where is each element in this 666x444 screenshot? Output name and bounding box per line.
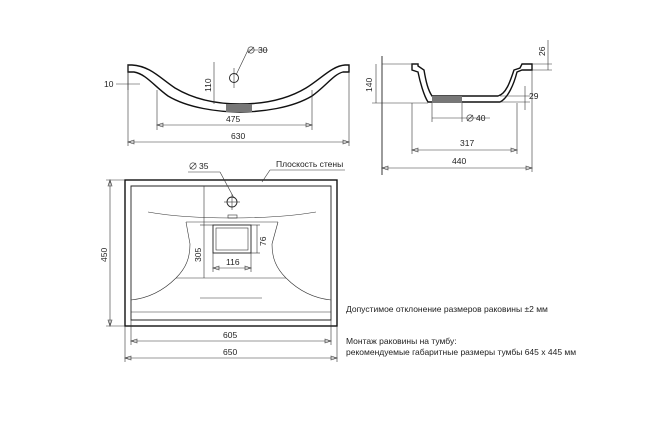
- note-tolerance: Допустимое отклонение размеров раковины …: [346, 304, 548, 314]
- dim-drain-side: 40: [476, 113, 486, 123]
- dim-height-plan: 450: [99, 248, 109, 262]
- dim-inner-width-plan: 605: [223, 330, 237, 340]
- dim-cutout-height-plan: 76: [258, 236, 268, 246]
- side-drain: [432, 96, 462, 103]
- dim-overall-width-plan: 650: [223, 347, 237, 357]
- note-mounting-line1: Монтаж раковины на тумбу:: [346, 336, 457, 346]
- dim-drain-offset-side: 317: [460, 138, 474, 148]
- note-mounting-line2: рекомендуемые габаритные размеры тумбы 6…: [346, 347, 576, 357]
- side-section-view: 26 140 29 40 317 440: [364, 40, 552, 175]
- dim-overall-width-top: 630: [231, 131, 245, 141]
- plan-view: Плоскость стены 35 450 305 76 116 6: [99, 159, 345, 362]
- dim-cutout-offset-plan: 305: [193, 248, 203, 262]
- label-wall-plane: Плоскость стены: [276, 159, 343, 169]
- front-section-view: 30 110 10 475 630: [104, 45, 350, 146]
- dim-cutout-width-plan: 116: [226, 257, 240, 267]
- dim-overall-depth-side: 440: [452, 156, 466, 166]
- side-section-outline: [411, 63, 533, 103]
- dim-inner-width-top: 475: [226, 114, 240, 124]
- dim-tap-hole-top: 30: [258, 45, 268, 55]
- dim-rim-top: 10: [104, 79, 114, 89]
- dim-step-side: 29: [529, 91, 539, 101]
- dim-depth-top: 110: [203, 78, 213, 92]
- dim-height-side: 140: [364, 78, 374, 92]
- dim-tap-hole-plan: 35: [199, 161, 209, 171]
- notes: Допустимое отклонение размеров раковины …: [346, 304, 576, 357]
- dim-top-thickness-side: 26: [537, 46, 547, 56]
- drain-section: [226, 104, 252, 112]
- plan-cutout: [212, 224, 252, 254]
- plan-outline: [124, 179, 338, 327]
